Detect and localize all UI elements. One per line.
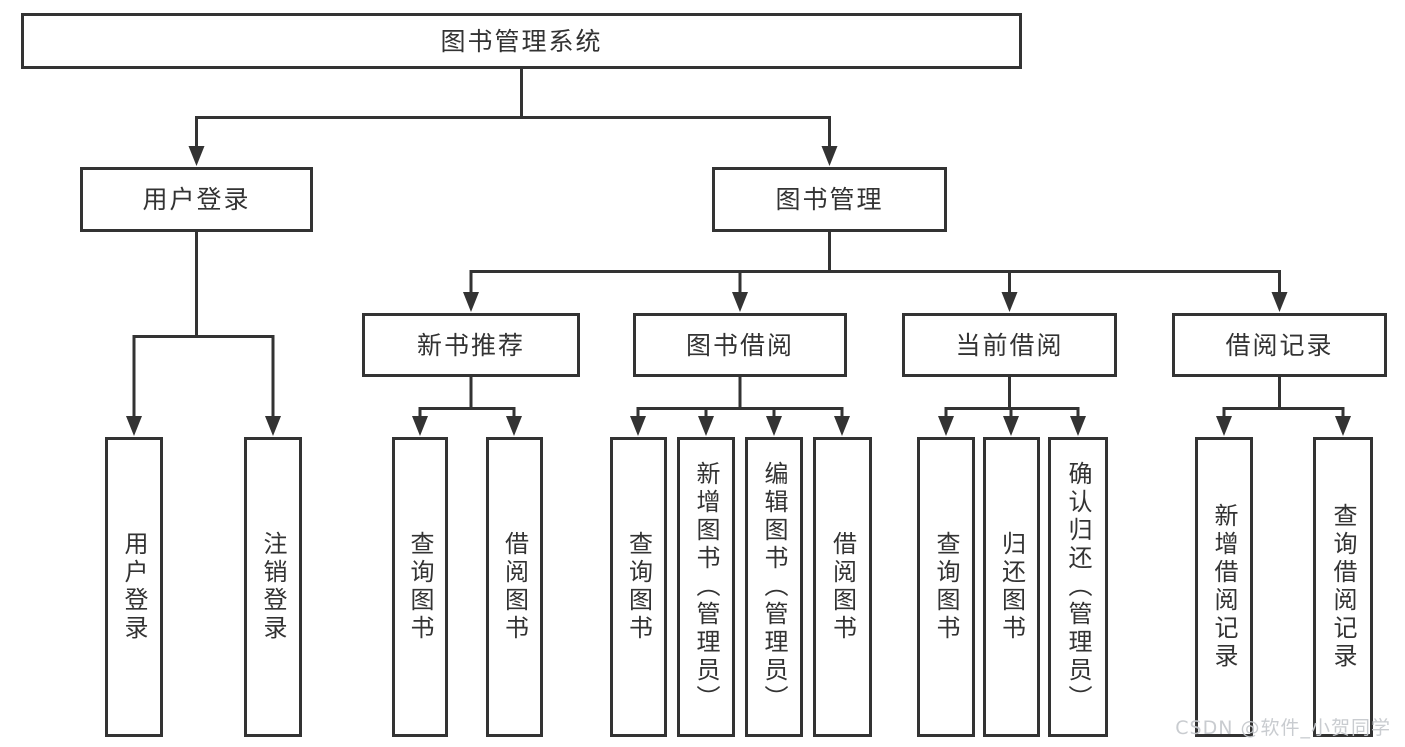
node-root-system: 图书管理系统: [21, 13, 1022, 69]
leaf-user-login: 用户登录: [105, 437, 163, 737]
leaf-borrow-books-recommend: 借阅图书: [486, 437, 543, 737]
leaf-query-books-recommend: 查询图书: [392, 437, 448, 737]
leaf-query-borrow-record: 查询借阅记录: [1313, 437, 1373, 737]
leaf-add-borrow-record: 新增借阅记录: [1195, 437, 1253, 737]
watermark-text: CSDN @软件_小贺同学: [1175, 717, 1391, 739]
leaf-query-books-current: 查询图书: [917, 437, 975, 737]
leaf-edit-books-admin: 编辑图书（管理员）: [745, 437, 803, 737]
leaf-add-books-admin: 新增图书（管理员）: [677, 437, 735, 737]
leaf-confirm-return-admin: 确认归还（管理员）: [1048, 437, 1108, 737]
node-current-borrow: 当前借阅: [902, 313, 1117, 377]
leaf-query-books-borrow: 查询图书: [610, 437, 667, 737]
node-borrow-records: 借阅记录: [1172, 313, 1387, 377]
arrowheads: [126, 146, 1351, 436]
leaf-return-books: 归还图书: [983, 437, 1040, 737]
node-user-login: 用户登录: [80, 167, 313, 232]
node-book-borrow: 图书借阅: [633, 313, 847, 377]
leaf-borrow-books: 借阅图书: [813, 437, 872, 737]
node-new-book-recommend: 新书推荐: [362, 313, 580, 377]
node-book-management: 图书管理: [712, 167, 947, 232]
leaf-logout: 注销登录: [244, 437, 302, 737]
